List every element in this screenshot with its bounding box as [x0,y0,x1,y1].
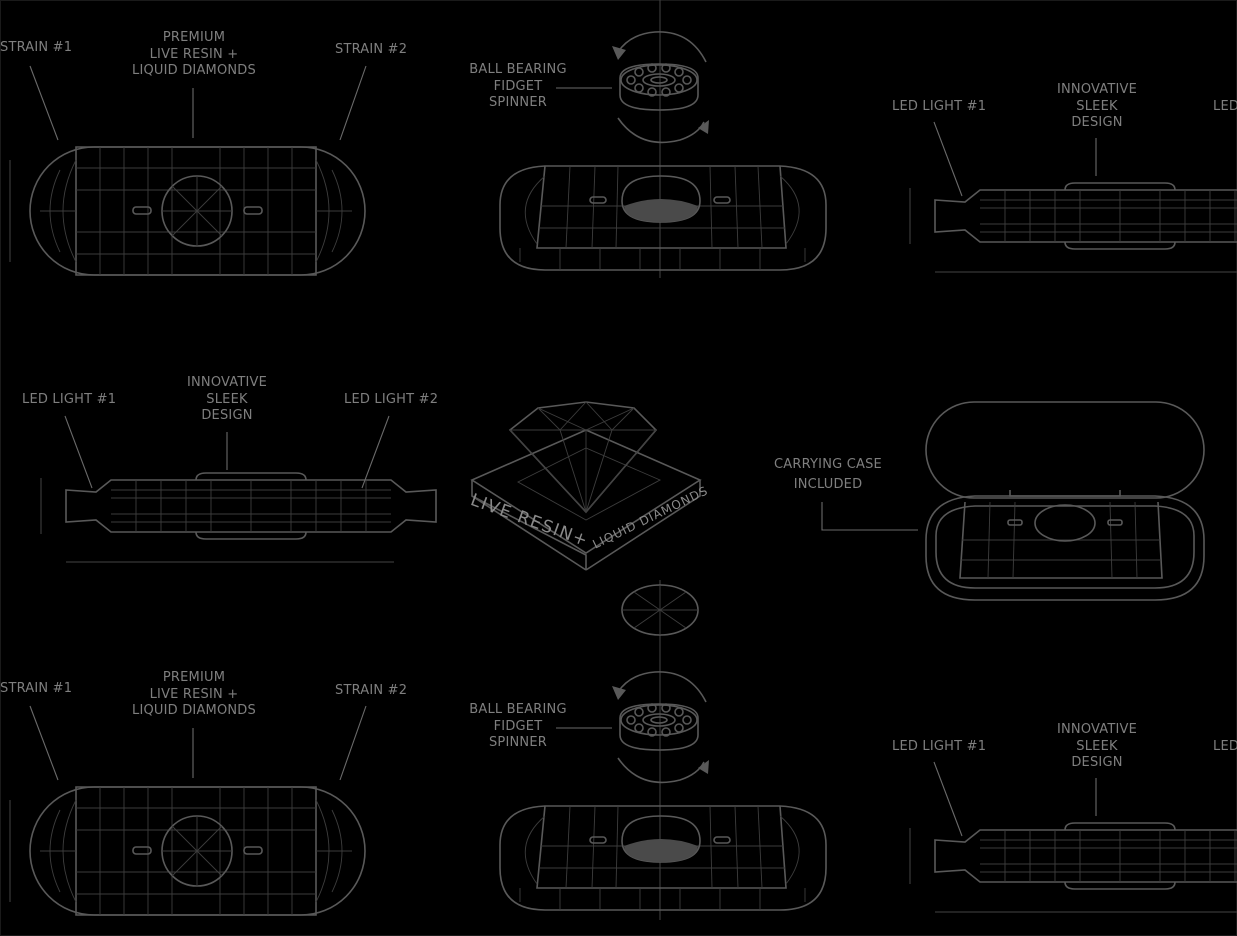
label-ball-bearing-line-3: SPINNER [488,95,548,110]
label-innovative-line-1: INNOVATIVE [1056,82,1138,97]
label-carrying-case-line-2: INCLUDED [793,477,863,492]
label-innovative-line-3: DESIGN [201,408,253,423]
label-innovative-line-2: SLEEK [1076,98,1118,114]
label-innovative-bottom-right: INNOVATIVE SLEEK DESIGN [1054,722,1140,772]
label-led-cut-bottom-right: LED [1213,739,1237,754]
label-strain-1-bottom: STRAIN #1 [0,681,73,696]
label-carrying-case: CARRYING CASE INCLUDED [768,455,888,495]
label-innovative-line-3: DESIGN [1071,115,1123,130]
label-ball-bearing-top: BALL BEARING FIDGET SPINNER [466,62,570,112]
label-innovative-middle: INNOVATIVE SLEEK DESIGN [184,375,270,425]
label-strain-2-top: STRAIN #2 [335,42,408,57]
label-ball-bearing-line-2: FIDGET [493,78,543,94]
label-premium-line-2: LIVE RESIN + [149,686,239,702]
label-premium-line-1: PREMIUM [162,30,226,45]
label-carrying-case-line-1: CARRYING CASE [774,457,882,472]
label-ball-bearing-bottom: BALL BEARING FIDGET SPINNER [466,702,570,752]
label-ball-bearing-line-2: FIDGET [493,718,543,734]
label-led-light-1-top-right: LED LIGHT #1 [892,99,987,114]
label-led-light-2-middle: LED LIGHT #2 [344,392,439,407]
label-ball-bearing-line-1: BALL BEARING [469,702,567,717]
label-innovative-top-right: INNOVATIVE SLEEK DESIGN [1054,82,1140,132]
label-ball-bearing-line-3: SPINNER [488,735,548,750]
label-innovative-line-2: SLEEK [206,391,248,407]
label-premium-line-3: LIQUID DIAMONDS [132,63,256,78]
label-premium-line-1: PREMIUM [162,670,226,685]
label-premium-line-2: LIVE RESIN + [149,46,239,62]
label-innovative-line-1: INNOVATIVE [186,375,268,390]
label-led-light-1-middle: LED LIGHT #1 [22,392,117,407]
label-innovative-line-1: INNOVATIVE [1056,722,1138,737]
label-premium-top: PREMIUM LIVE RESIN + LIQUID DIAMONDS [132,30,256,80]
label-led-cut-top-right: LED [1213,99,1237,114]
label-strain-2-bottom: STRAIN #2 [335,683,408,698]
label-strain-1-top: STRAIN #1 [0,40,73,55]
label-led-light-1-bottom-right: LED LIGHT #1 [892,739,987,754]
label-premium-bottom: PREMIUM LIVE RESIN + LIQUID DIAMONDS [132,670,256,720]
label-innovative-line-2: SLEEK [1076,738,1118,754]
label-innovative-line-3: DESIGN [1071,755,1123,770]
label-ball-bearing-line-1: BALL BEARING [469,62,567,77]
label-premium-line-3: LIQUID DIAMONDS [132,703,256,718]
